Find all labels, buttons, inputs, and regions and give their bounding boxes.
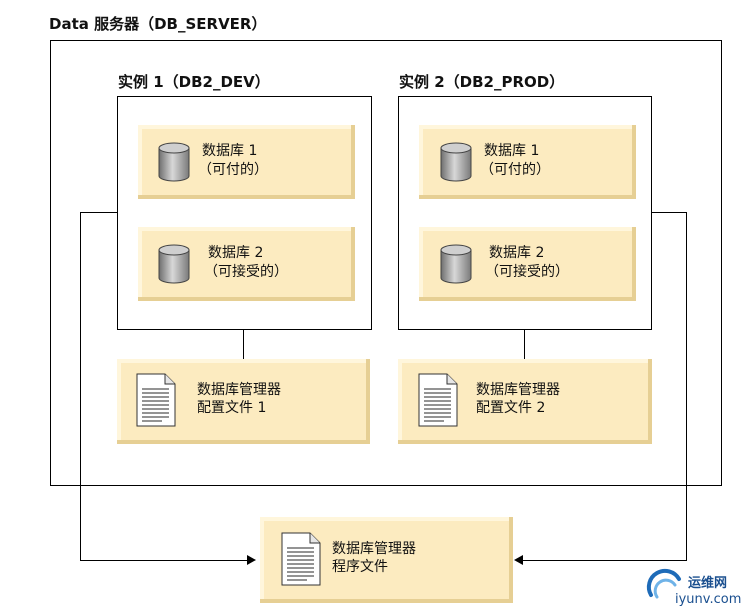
config-file-line1: 数据库管理器 xyxy=(197,382,281,398)
watermark-line2: iyunv.com xyxy=(675,592,742,607)
arrow-to-program-files-right xyxy=(514,555,523,565)
connector-left-vertical xyxy=(80,212,81,561)
connector-left-bottom xyxy=(80,560,248,561)
watermark-line1: 运维网 xyxy=(688,576,728,591)
database-name: 数据库 2 xyxy=(489,245,545,261)
config-file-line2: 配置文件 1 xyxy=(197,400,267,416)
document-icon xyxy=(281,532,321,586)
database-cylinder-icon xyxy=(158,244,190,284)
config-file-line2: 配置文件 2 xyxy=(476,400,546,416)
config-file-card-1: 数据库管理器 配置文件 1 xyxy=(117,359,370,444)
connector-right-top xyxy=(652,212,687,213)
database-name: 数据库 1 xyxy=(202,143,258,159)
database-note: （可接受的） xyxy=(485,264,569,280)
connector-left-top xyxy=(80,212,118,213)
connector-right-bottom xyxy=(522,560,687,561)
database-card: 数据库 2 （可接受的） xyxy=(419,227,636,301)
database-note: （可接受的） xyxy=(204,264,288,280)
database-card: 数据库 1 （可付的） xyxy=(138,125,355,199)
document-icon xyxy=(136,373,176,427)
server-title: Data 服务器（DB_SERVER） xyxy=(49,15,267,33)
database-note: （可付的） xyxy=(480,162,550,178)
connector-right-vertical xyxy=(686,212,687,561)
config-file-line1: 数据库管理器 xyxy=(476,382,560,398)
database-note: （可付的） xyxy=(198,162,268,178)
instance-2-title: 实例 2（DB2_PROD） xyxy=(399,73,565,91)
instance-1-title: 实例 1（DB2_DEV） xyxy=(118,73,270,91)
database-name: 数据库 1 xyxy=(484,143,540,159)
database-card: 数据库 2 （可接受的） xyxy=(138,227,355,301)
server-box xyxy=(50,40,722,486)
config-file-card-2: 数据库管理器 配置文件 2 xyxy=(398,359,652,444)
connector-inst2-config xyxy=(524,330,525,359)
database-card: 数据库 1 （可付的） xyxy=(419,125,636,199)
database-cylinder-icon xyxy=(158,142,190,182)
program-files-line2: 程序文件 xyxy=(332,559,388,575)
connector-inst1-config xyxy=(243,330,244,359)
watermark-logo-icon xyxy=(646,568,681,599)
database-cylinder-icon xyxy=(440,244,472,284)
database-cylinder-icon xyxy=(440,142,472,182)
instance-1-box: 数据库 1 （可付的） 数据库 2 （可接受的） xyxy=(117,96,372,330)
database-name: 数据库 2 xyxy=(208,245,264,261)
instance-2-box: 数据库 1 （可付的） 数据库 2 （可接受的） xyxy=(398,96,652,330)
program-files-card: 数据库管理器 程序文件 xyxy=(260,517,513,603)
arrow-to-program-files-left xyxy=(247,555,256,565)
document-icon xyxy=(418,373,458,427)
program-files-line1: 数据库管理器 xyxy=(332,541,416,557)
